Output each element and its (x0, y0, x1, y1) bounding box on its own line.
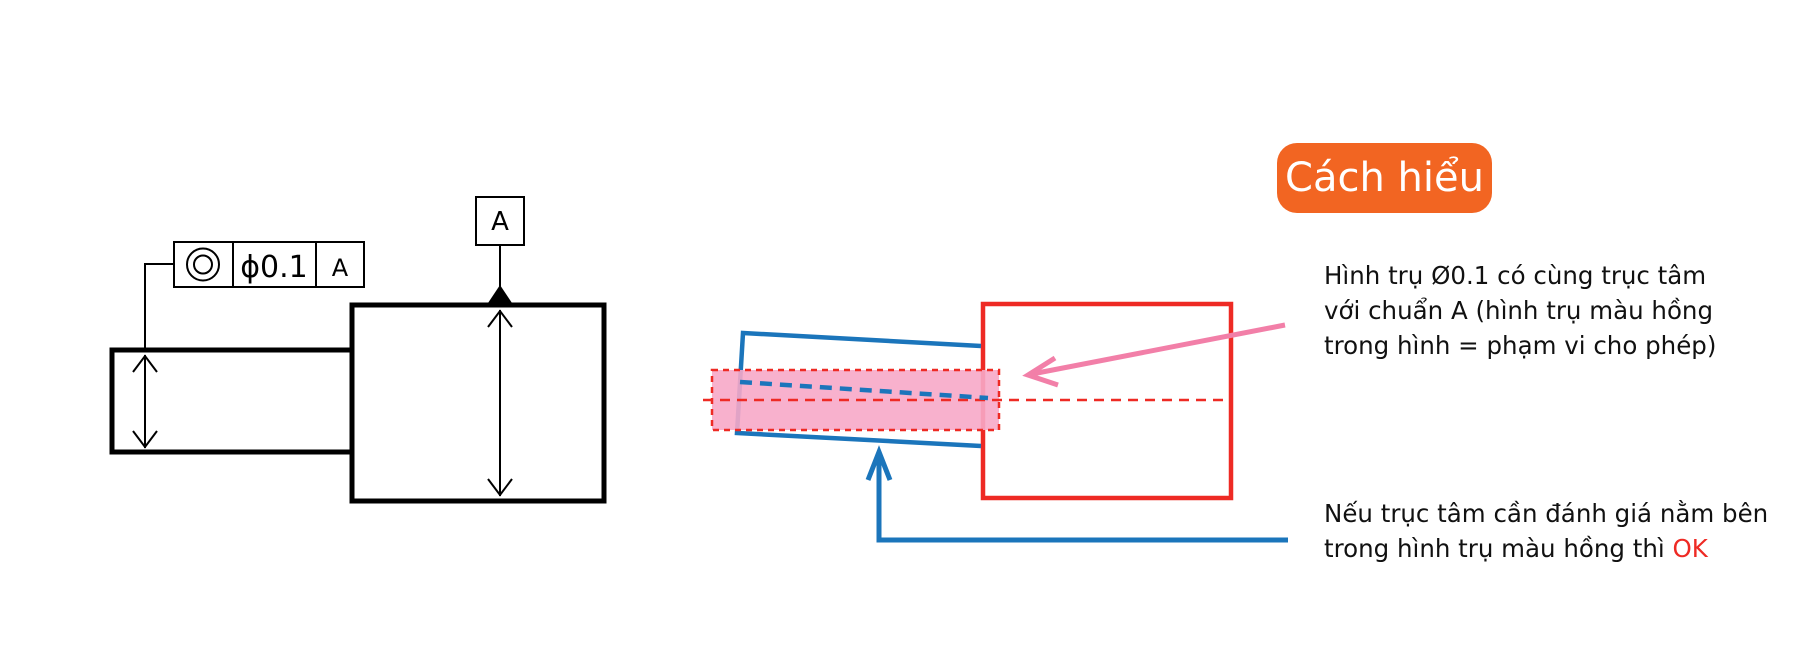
evaluation-note: Nếu trục tâm cần đánh giá nằm bên trong … (1324, 496, 1768, 566)
fcf-tolerance: ϕ0.1 (240, 250, 308, 285)
evaluation-note-line-1: Nếu trục tâm cần đánh giá nằm bên (1324, 499, 1769, 528)
ok-label: OK (1672, 534, 1708, 563)
technical-drawing: ϕ0.1 A A (109, 196, 607, 504)
interpretation-sketch (703, 301, 1288, 543)
fcf-leader-line (144, 263, 174, 352)
tolerance-zone-note-line-1: Hình trụ Ø0.1 có cùng trục tâm (1324, 261, 1707, 290)
blue-arrow-head (865, 445, 893, 481)
shaft-dimension-arrow-top (132, 354, 158, 373)
cylinder-dimension-arrow-bottom (487, 478, 513, 497)
shaft-dimension-arrow-bottom (132, 430, 158, 449)
pink-arrow-head (1022, 355, 1059, 388)
interpretation-badge: Cách hiểu (1277, 143, 1492, 213)
pink-arrow-line (1031, 322, 1286, 377)
tolerance-zone-note: Hình trụ Ø0.1 có cùng trục tâm với chuẩn… (1324, 258, 1716, 363)
large-cylinder-outline (349, 302, 607, 504)
evaluated-axis-line (739, 379, 989, 401)
concentricity-icon (186, 247, 220, 282)
datum-symbol: A (475, 196, 525, 303)
datum-label: A (491, 207, 509, 237)
small-shaft-outline (109, 347, 355, 455)
feature-control-frame: ϕ0.1 A (173, 241, 365, 288)
cylinder-dimension-arrow-top (487, 309, 513, 328)
fcf-datum-ref: A (332, 254, 349, 282)
evaluation-note-line-2: trong hình trụ màu hồng thì OK (1324, 531, 1768, 566)
datum-cylinder-red (980, 301, 1234, 501)
tolerance-zone-note-line-3: trong hình = phạm vi cho phép) (1324, 331, 1717, 360)
datum-triangle-icon (488, 285, 512, 303)
tolerance-zone-note-line-2: với chuẩn A (hình trụ màu hồng (1324, 296, 1714, 325)
evaluation-note-line-2-text: trong hình trụ màu hồng thì (1324, 534, 1673, 563)
blue-arrow-line (876, 456, 1288, 543)
